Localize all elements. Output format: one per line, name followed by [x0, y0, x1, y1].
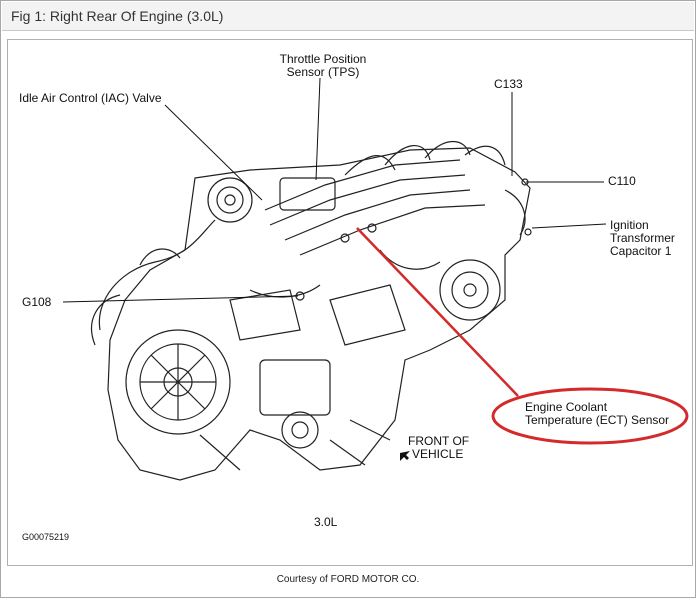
tps-leader	[315, 77, 321, 181]
g108-leader	[62, 295, 299, 303]
ect-label-line2: Temperature (ECT) Sensor	[525, 413, 670, 427]
front-arrow-icon	[400, 451, 410, 461]
engine-drawing	[90, 141, 532, 481]
c133-label: C133	[494, 77, 523, 91]
engine-size-label: 3.0L	[314, 515, 338, 529]
c110-label: C110	[608, 174, 636, 188]
figure-title: Fig 1: Right Rear Of Engine (3.0L)	[11, 8, 224, 24]
ignition-leader	[531, 223, 607, 229]
ect-sensor-label: Engine Coolant Temperature (ECT) Sensor	[525, 401, 669, 427]
tps-label-line1: Throttle Position	[279, 52, 367, 66]
title-bar: Fig 1: Right Rear Of Engine (3.0L)	[2, 2, 694, 31]
leader-lines	[62, 77, 607, 303]
credit-text: Courtesy of FORD MOTOR CO.	[276, 574, 420, 585]
iac-label: Idle Air Control (IAC) Valve	[19, 91, 162, 105]
ect-highlight-ellipse	[491, 387, 689, 445]
ignition-label-line3: Capacitor 1	[610, 244, 672, 258]
ect-highlight	[356, 227, 689, 445]
g108-label: G108	[22, 295, 52, 309]
ignition-capacitor-label: Ignition Transformer Capacitor 1	[610, 219, 675, 258]
front-of-vehicle-label: FRONT OF VEHICLE	[408, 435, 469, 461]
figure-code: G00075219	[22, 532, 70, 542]
tps-label: Throttle Position Sensor (TPS)	[262, 53, 384, 79]
ignition-label-line1: Ignition	[610, 218, 649, 232]
diagram-panel	[7, 39, 693, 566]
ect-label-line1: Engine Coolant	[525, 400, 608, 414]
iac-leader	[164, 104, 263, 201]
ect-pointer-line	[356, 227, 519, 397]
tps-label-line2: Sensor (TPS)	[286, 65, 360, 79]
front-label-line1: FRONT OF	[408, 434, 470, 448]
front-label-line2: VEHICLE	[412, 447, 464, 461]
ignition-label-line2: Transformer	[610, 231, 675, 245]
